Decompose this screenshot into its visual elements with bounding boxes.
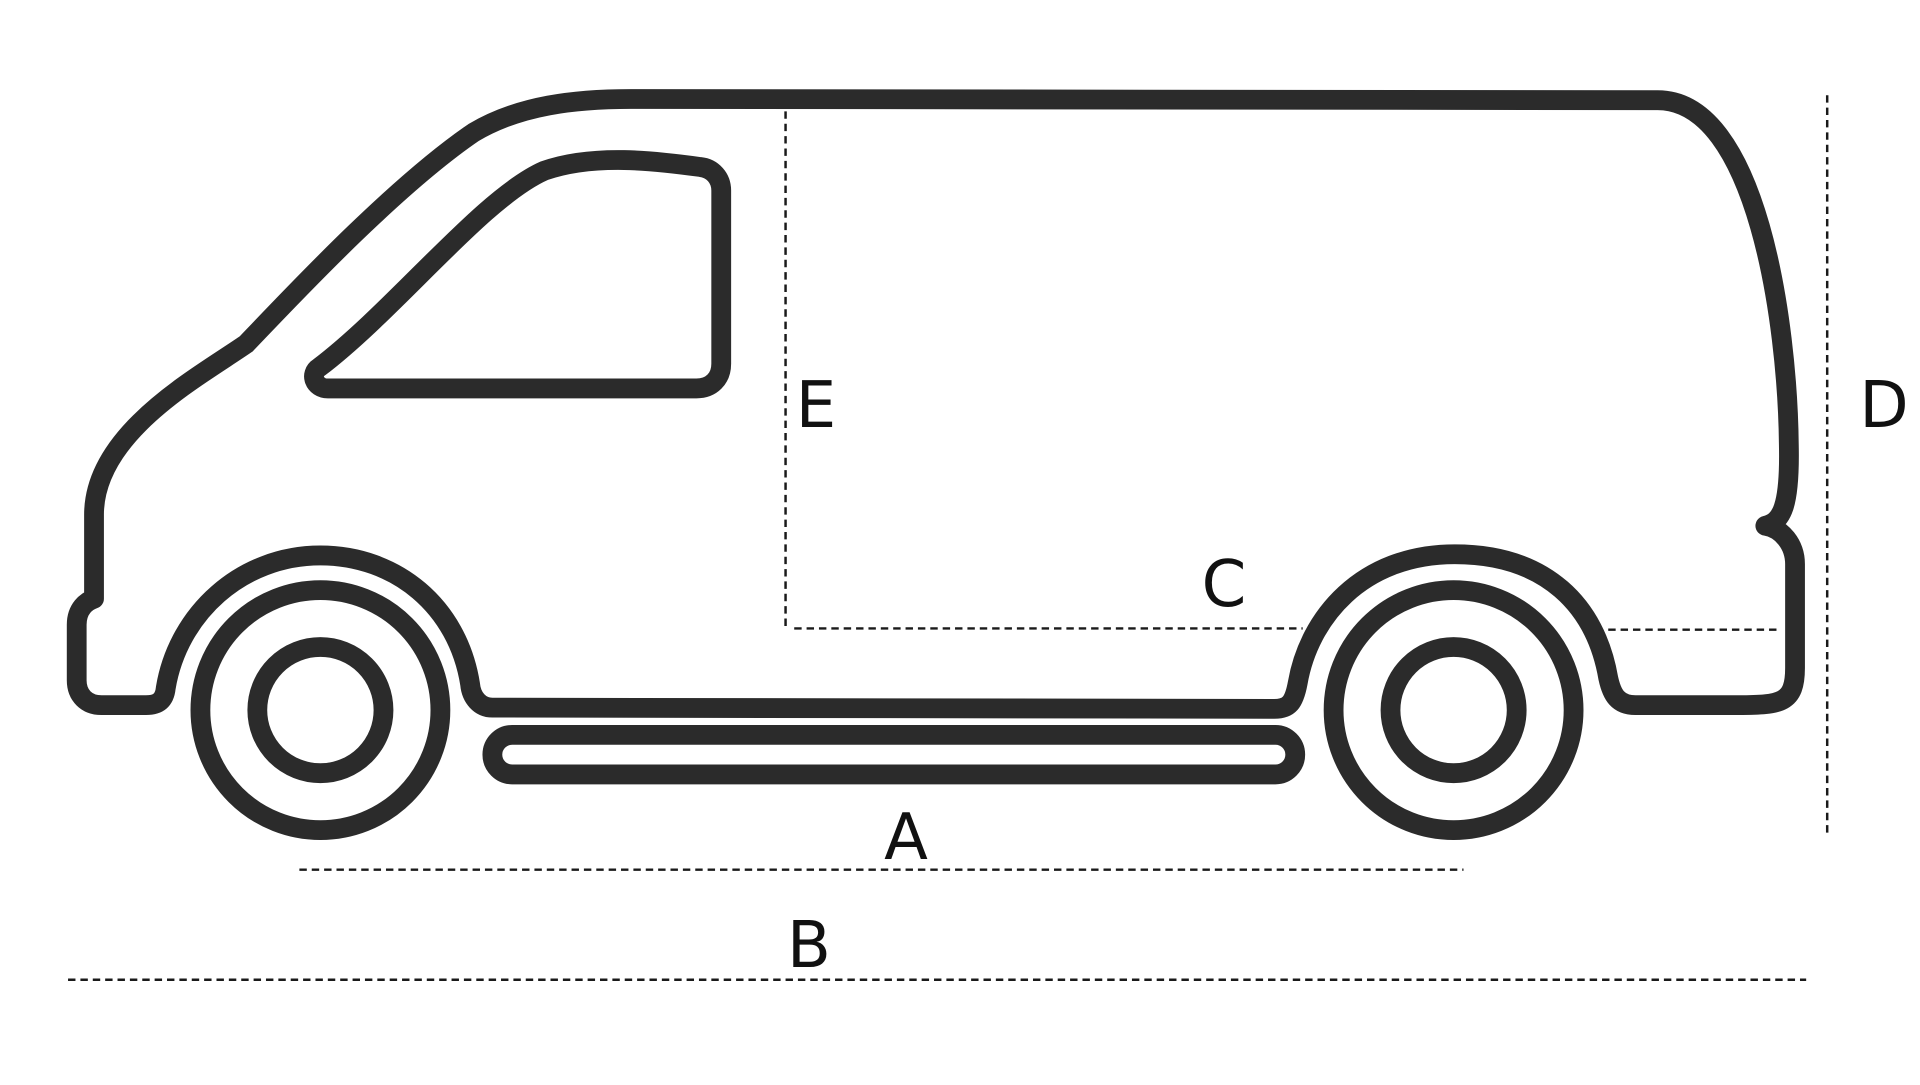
- van-window: [304, 150, 732, 399]
- front-wheel-tire: [190, 580, 451, 840]
- van-body-outline: [66, 89, 1805, 719]
- dimension-label-a: A: [884, 801, 928, 875]
- rear-wheel-hub: [1380, 637, 1527, 784]
- rear-wheel-tire: [1323, 580, 1584, 840]
- dimension-label-e: E: [795, 369, 837, 443]
- dimension-label-c: C: [1201, 548, 1247, 622]
- dimension-label-b: B: [787, 909, 831, 983]
- dimension-label-d: D: [1859, 369, 1909, 443]
- running-board: [482, 724, 1306, 785]
- front-wheel-hub: [247, 637, 394, 784]
